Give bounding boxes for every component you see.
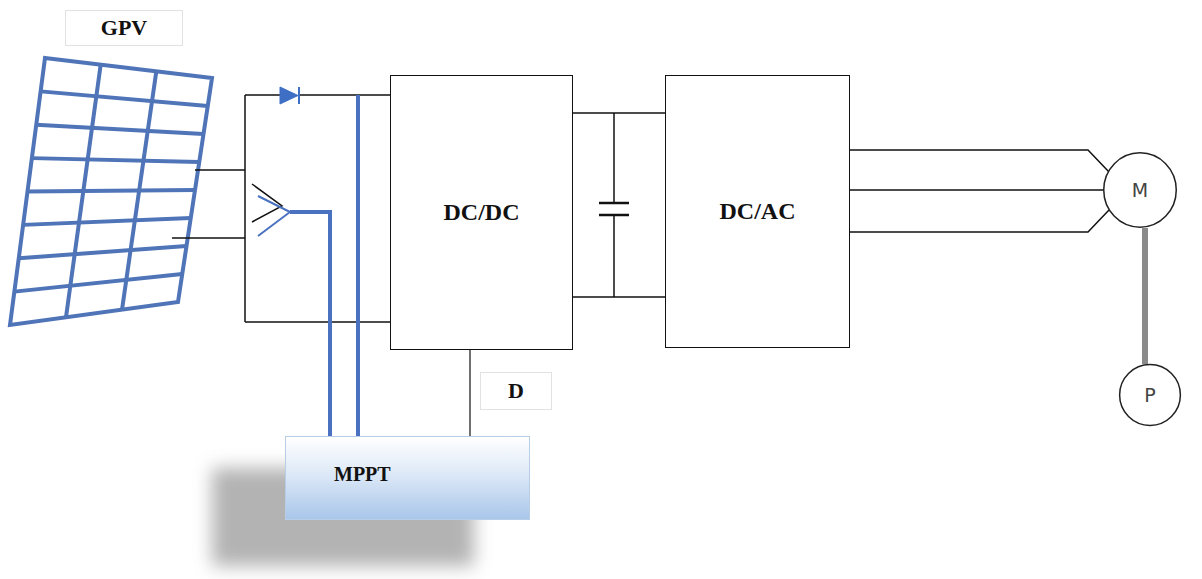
measure-line: [290, 212, 330, 436]
circle-outline: [1120, 365, 1181, 426]
node-label: M: [1132, 179, 1148, 201]
bus-wire: [245, 94, 280, 96]
diode-bar: [298, 87, 300, 104]
panel-cell-line: [36, 125, 203, 134]
inverter-box: DC/AC: [665, 75, 850, 348]
bus-wire: [299, 94, 390, 96]
panel-cell-line: [41, 91, 208, 106]
connector: [573, 112, 665, 114]
panel-frame: [10, 58, 212, 325]
panel-wire: [172, 237, 245, 239]
measure-line: [356, 95, 360, 436]
panel-wire: [195, 169, 245, 171]
bus-wire: [244, 95, 246, 322]
capacitor-lead: [613, 113, 615, 203]
node-label: DC/AC: [720, 198, 796, 225]
panel-cell-line: [28, 190, 196, 192]
node-label: P: [1144, 384, 1155, 406]
pv-panel: [10, 58, 212, 325]
duty-label: D: [480, 372, 552, 410]
capacitor-lead: [613, 215, 615, 297]
phase-wire: [850, 210, 1109, 232]
phase-wire: [850, 150, 1109, 172]
dc-link-wire: [573, 296, 665, 298]
sensor-symbol: [258, 196, 290, 236]
node-label: GPV: [101, 15, 147, 41]
node-label: D: [508, 378, 524, 404]
node-label: MPPT: [334, 463, 391, 486]
motor-circle: M: [1103, 152, 1177, 228]
diode-symbol: [280, 87, 299, 104]
panel-label: GPV: [65, 10, 183, 46]
panel-cell-line: [14, 274, 182, 292]
connector: [469, 350, 470, 436]
pump-circle: P: [1119, 364, 1181, 426]
converter-box: DC/DC: [390, 75, 573, 350]
sensor-symbol: [252, 184, 282, 222]
bus-wire: [245, 321, 390, 323]
panel-cell-line: [23, 218, 191, 225]
circle-outline: [1104, 153, 1177, 227]
panel-cell-line: [32, 158, 199, 162]
mppt-box: MPPT: [285, 436, 530, 520]
sensor-symbol: [258, 95, 358, 436]
diode-symbol: [280, 87, 298, 104]
capacitor-plate: [599, 214, 629, 217]
panel-cell-line: [19, 246, 187, 258]
capacitor-plate: [599, 202, 629, 205]
node-label: DC/DC: [444, 199, 520, 226]
connector: [1142, 228, 1148, 364]
wires: [172, 95, 1109, 322]
connector: [850, 189, 1103, 191]
